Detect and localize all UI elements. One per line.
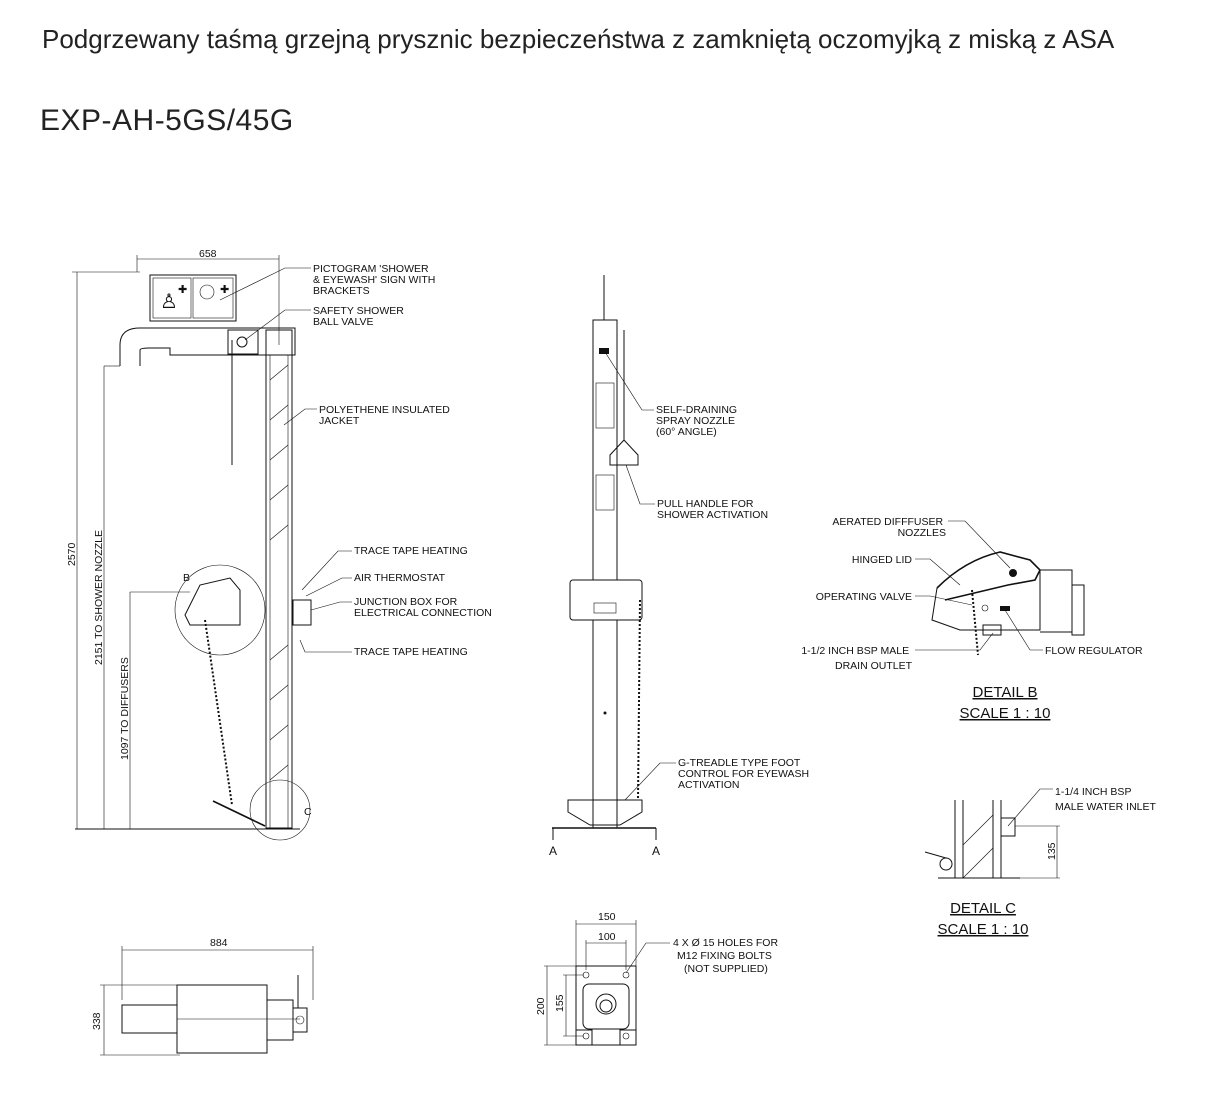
callout-diffuser-nozzles: AERATED DIFFFUSER NOZZLES (832, 516, 946, 539)
section-mark-right: A (652, 844, 660, 858)
shower-person-icon: ♙ (160, 291, 178, 313)
dim-to-diffusers: 1097 TO DIFFUSERS (119, 657, 131, 760)
callout-spray-nozzle: SELF-DRAINING SPRAY NOZZLE (60° ANGLE) (656, 404, 740, 438)
detail-b-scale: SCALE 1 : 10 (960, 705, 1051, 722)
detail-c-scale: SCALE 1 : 10 (938, 921, 1029, 938)
model-number: EXP-AH-5GS/45G (40, 104, 294, 137)
first-aid-cross-icon: ✚ (220, 284, 229, 296)
callout-water-inlet: 1-1/4 INCH BSP MALE WATER INLET (1055, 786, 1157, 813)
detail-b-circle (174, 564, 266, 656)
document-title: Podgrzewany taśmą grzejną prysznic bezpi… (42, 24, 1115, 54)
eyewash-icon (199, 284, 215, 300)
dim-plate-width: 150 (598, 911, 616, 923)
callout-hinged-lid: HINGED LID (852, 554, 913, 566)
dim-plan-depth: 338 (91, 1012, 103, 1030)
detail-c-circle (249, 779, 311, 841)
detail-c: 135 1-1/4 INCH BSP MALE WATER INLET DETA… (924, 786, 1157, 938)
detail-b-marker: B (183, 572, 190, 584)
callout-pull-handle: PULL HANDLE FOR SHOWER ACTIVATION (657, 498, 768, 521)
detail-c-marker: C (304, 806, 312, 818)
detail-b-title: DETAIL B (972, 684, 1037, 701)
pictogram-sign (149, 274, 237, 322)
dim-width: 658 (199, 248, 217, 260)
side-view: A A SELF-DRAINING SPRAY NOZZLE (60° ANGL… (549, 275, 812, 858)
detail-b: AERATED DIFFFUSER NOZZLES HINGED LID OPE… (801, 516, 1143, 722)
base-plate: 150 100 200 155 4 X Ø 15 HOLES FOR M12 F… (535, 911, 781, 1046)
first-aid-cross-icon: ✚ (178, 284, 187, 296)
junction-box (292, 599, 312, 626)
callout-operating-valve: OPERATING VALVE (816, 591, 912, 603)
callout-drain-outlet: 1-1/2 INCH BSP MALE DRAIN OUTLET (801, 645, 912, 672)
callout-flow-regulator: FLOW REGULATOR (1045, 645, 1143, 657)
callout-pictogram-sign: PICTOGRAM 'SHOWER & EYEWASH' SIGN WITH B… (313, 263, 438, 297)
dim-to-nozzle: 2151 TO SHOWER NOZZLE (93, 530, 105, 665)
section-mark-left: A (549, 844, 557, 858)
callout-foot-treadle: G-TREADLE TYPE FOOT CONTROL FOR EYEWASH … (678, 757, 812, 791)
callout-air-thermostat: AIR THERMOSTAT (354, 572, 446, 584)
dim-inlet-height: 135 (1046, 842, 1058, 860)
dim-plate-height: 200 (535, 997, 547, 1015)
dim-hole-spacing-x: 100 (598, 931, 616, 943)
pull-handle (609, 439, 639, 466)
callout-junction-box: JUNCTION BOX FOR ELECTRICAL CONNECTION (354, 596, 492, 619)
plan-view: 884 338 (91, 937, 314, 1056)
callout-fixing-holes: 4 X Ø 15 HOLES FOR M12 FIXING BOLTS (NOT… (673, 937, 781, 975)
front-view: 658 ♙ ✚ ✚ B C (66, 248, 492, 841)
foot-treadle (212, 800, 266, 827)
callout-ball-valve: SAFETY SHOWER BALL VALVE (313, 305, 407, 328)
dim-hole-spacing-y: 155 (554, 994, 566, 1012)
detail-c-title: DETAIL C (950, 900, 1016, 917)
chain (204, 619, 233, 806)
dim-height-total: 2570 (66, 542, 78, 566)
callout-trace-tape-lower: TRACE TAPE HEATING (354, 646, 468, 658)
callout-insulated-jacket: POLYETHENE INSULATED JACKET (319, 404, 453, 427)
callout-trace-tape-upper: TRACE TAPE HEATING (354, 545, 468, 557)
dim-plan-length: 884 (210, 937, 228, 949)
